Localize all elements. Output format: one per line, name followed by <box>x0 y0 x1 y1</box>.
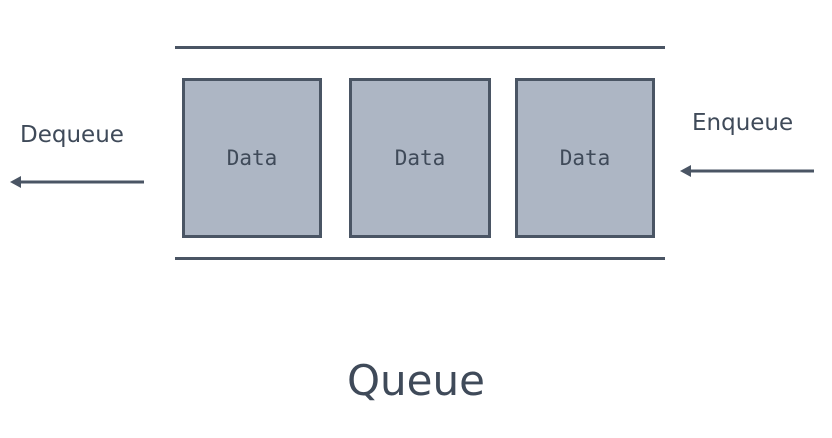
enqueue-label: Enqueue <box>692 110 794 136</box>
queue-bottom-boundary <box>175 257 665 260</box>
queue-item-label: Data <box>394 146 446 170</box>
queue-item-label: Data <box>559 146 611 170</box>
diagram-title: Queue <box>347 356 485 405</box>
dequeue-label: Dequeue <box>20 122 124 148</box>
queue-top-boundary <box>175 46 665 49</box>
dequeue-arrow-icon <box>10 176 144 188</box>
queue-item-label: Data <box>226 146 278 170</box>
queue-item-3: Data <box>515 78 655 238</box>
enqueue-arrow-icon <box>680 165 814 177</box>
queue-item-2: Data <box>349 78 491 238</box>
queue-item-1: Data <box>182 78 322 238</box>
